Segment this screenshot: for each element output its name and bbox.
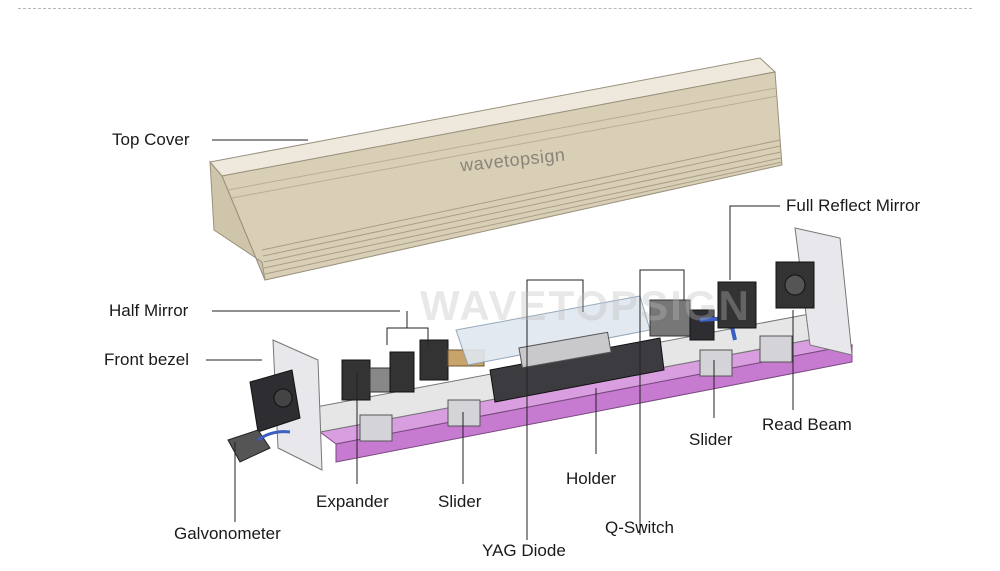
- label-expander: Expander: [316, 492, 389, 511]
- label-full-reflect-mirror: Full Reflect Mirror: [786, 196, 921, 215]
- yag-diode-holder: [455, 295, 665, 403]
- leader-lines: [206, 139, 794, 540]
- label-half-mirror: Half Mirror: [109, 301, 189, 320]
- full-reflect-mirror-mount: [717, 261, 815, 329]
- label-galvonometer: Galvonometer: [174, 524, 281, 543]
- top-cover: [209, 57, 783, 281]
- expander-mount: [341, 351, 415, 401]
- label-slider-left: Slider: [438, 492, 482, 511]
- watermark-logo: WAVETOPSIGN: [420, 282, 751, 329]
- label-top-cover: Top Cover: [112, 130, 190, 149]
- label-front-bezel: Front bezel: [104, 350, 190, 369]
- label-holder: Holder: [566, 469, 617, 488]
- top-dashed-divider: [18, 8, 972, 9]
- galvonometer-block: [227, 369, 301, 463]
- label-q-switch: Q-Switch: [605, 518, 674, 537]
- label-read-beam: Read Beam: [762, 415, 852, 434]
- label-yag-diode: YAG Diode: [482, 541, 566, 560]
- label-slider-right: Slider: [689, 430, 733, 449]
- slider-blocks: [359, 335, 793, 442]
